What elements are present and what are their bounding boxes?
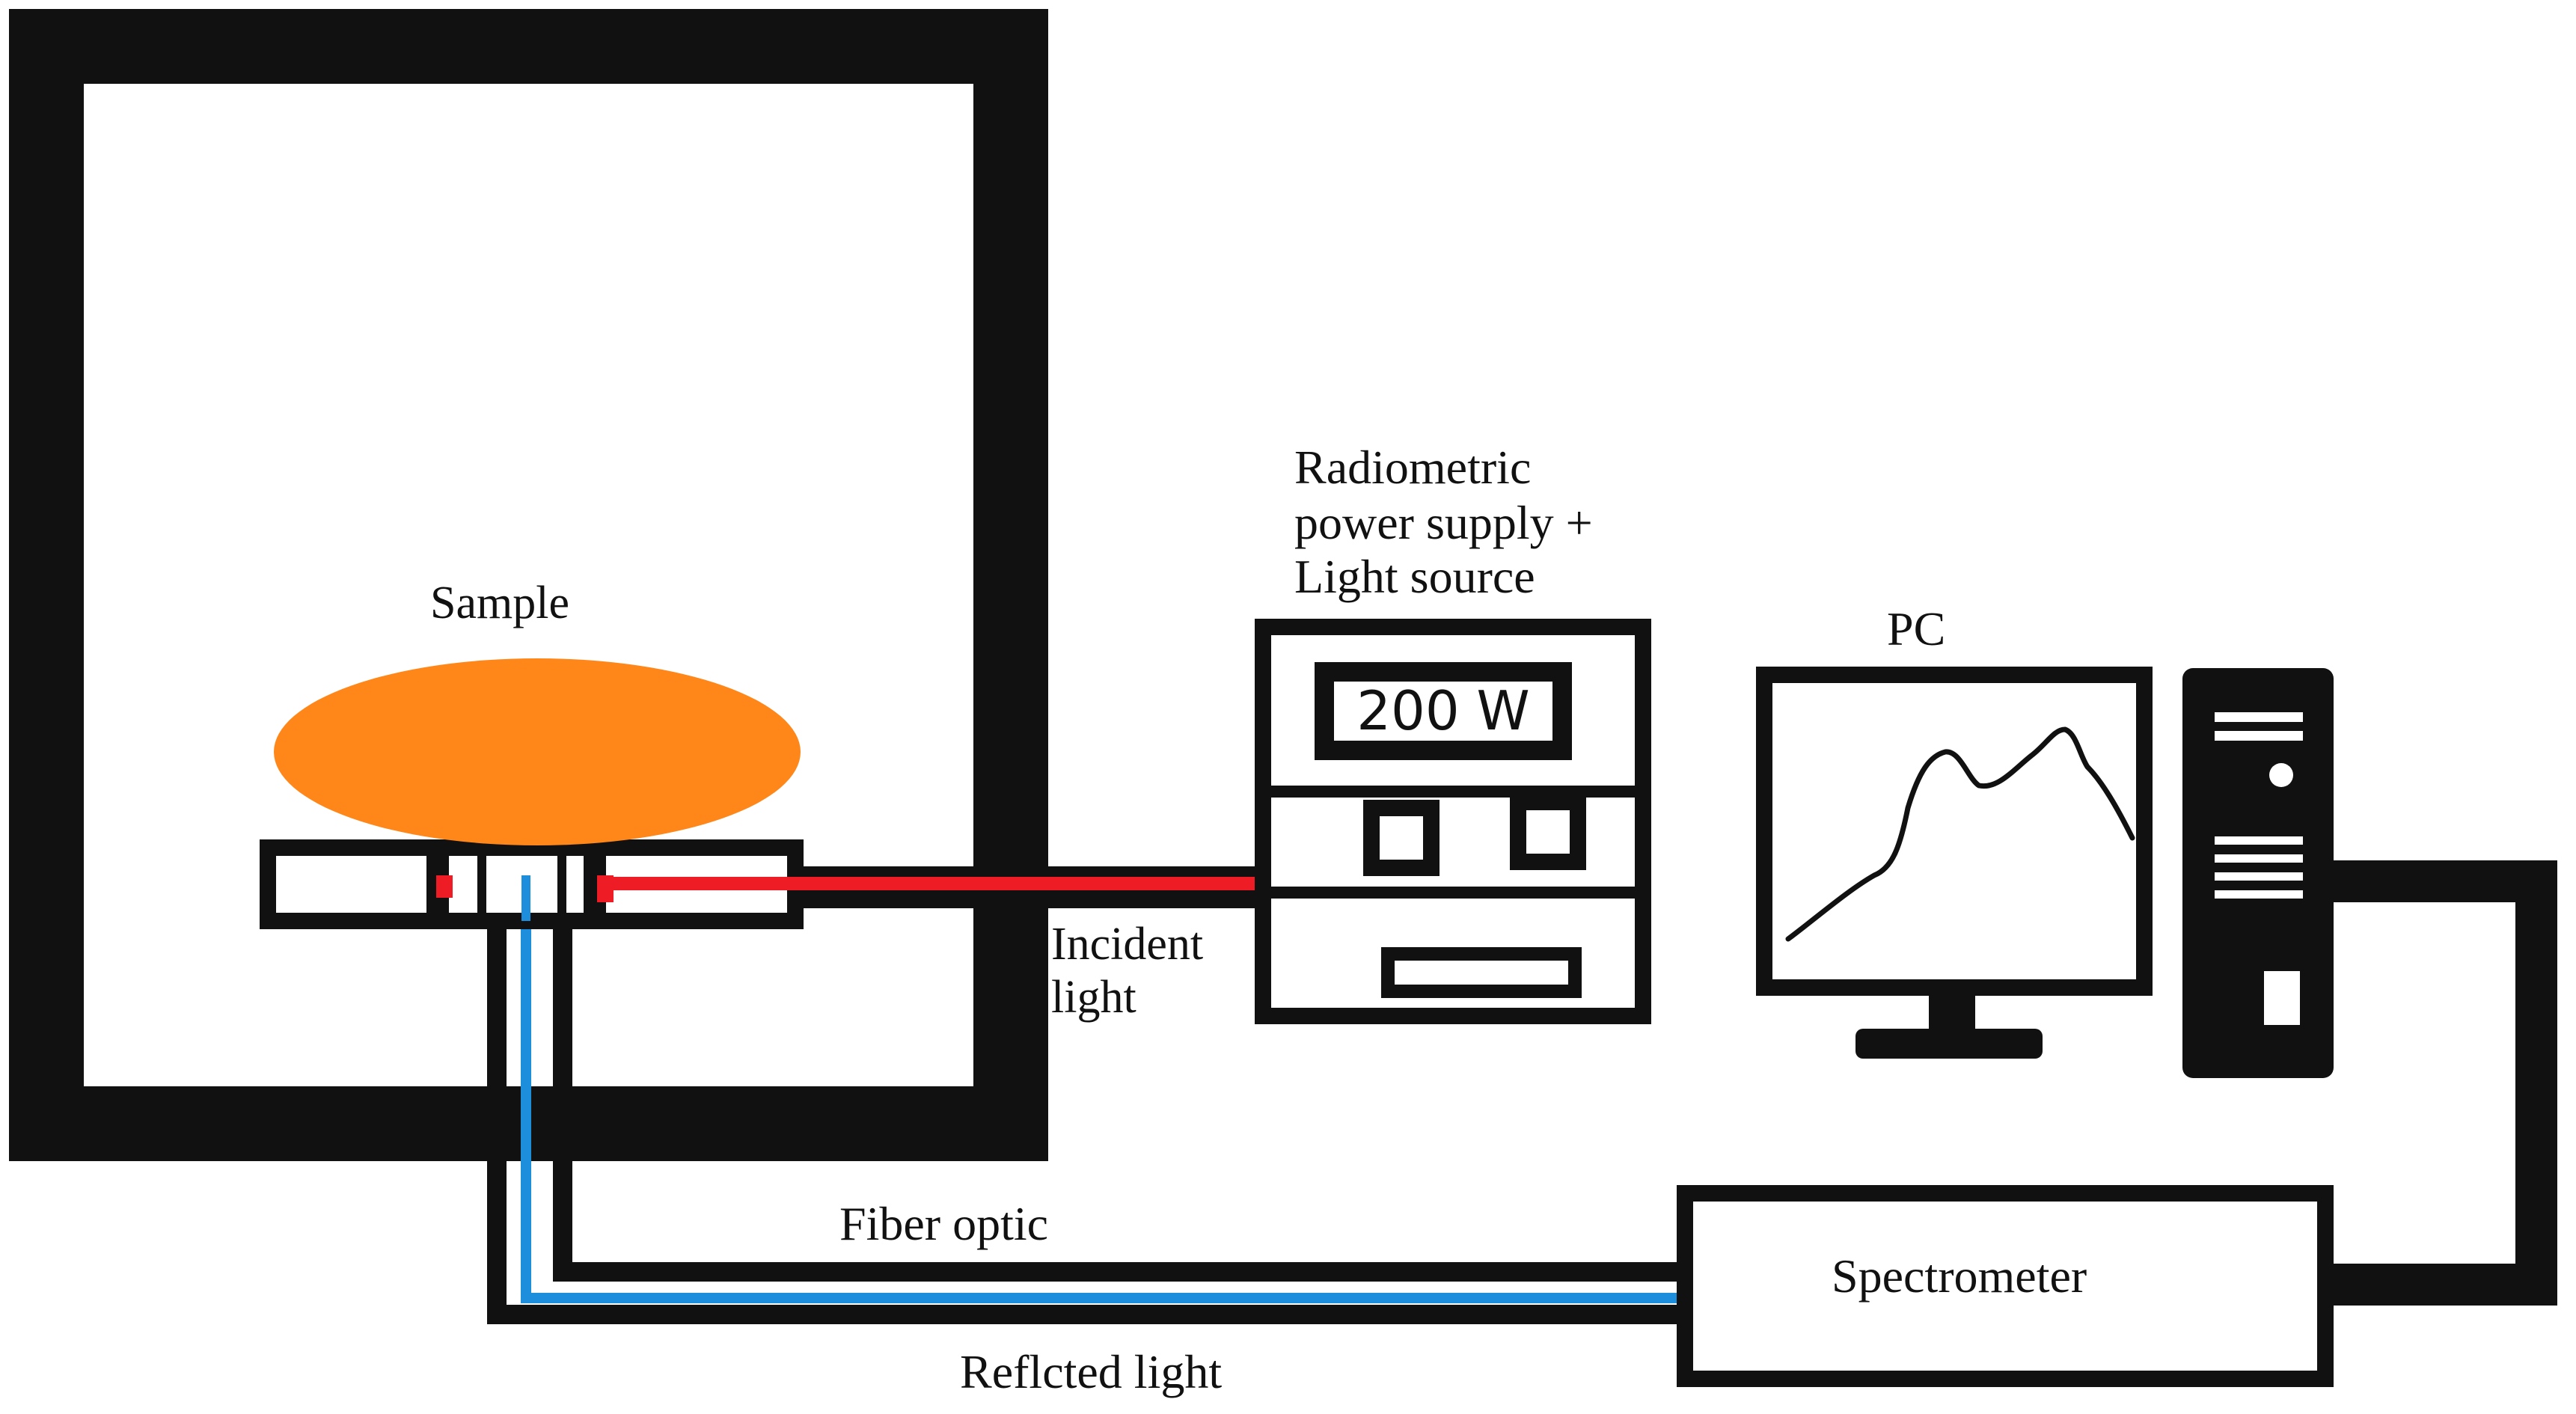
pc-label: PC xyxy=(1887,602,1945,655)
spectrum-curve-icon xyxy=(1785,726,2135,942)
fiber-optic-label: Fiber optic xyxy=(839,1197,1048,1250)
data-cable xyxy=(2324,860,2557,1306)
power-display-readout: 200 W xyxy=(1356,679,1530,742)
power-supply-unit xyxy=(1255,619,1651,1024)
fiber-optic-cable xyxy=(487,849,1685,1324)
reflected-light-label: Reflcted light xyxy=(960,1345,1222,1398)
incident-light-path xyxy=(606,866,1279,908)
power-supply-label-line3: Light source xyxy=(1294,550,1535,603)
incident-light-label-line2: light xyxy=(1051,972,1136,1023)
computer-tower-icon xyxy=(2182,668,2334,1078)
spectrometer-box xyxy=(1677,1185,2334,1387)
power-supply-label-line1: Radiometric xyxy=(1294,441,1531,494)
reflected-light-path xyxy=(521,875,1685,1303)
sample-disc xyxy=(274,658,801,845)
sample-label: Sample xyxy=(430,578,569,628)
sample-holder xyxy=(260,839,804,929)
power-supply-label-line2: power supply + xyxy=(1294,496,1593,549)
monitor-icon xyxy=(1756,667,2153,1059)
spectrometer-label: Spectrometer xyxy=(1832,1249,2087,1303)
incident-light-label-line1: Incident xyxy=(1051,919,1203,970)
